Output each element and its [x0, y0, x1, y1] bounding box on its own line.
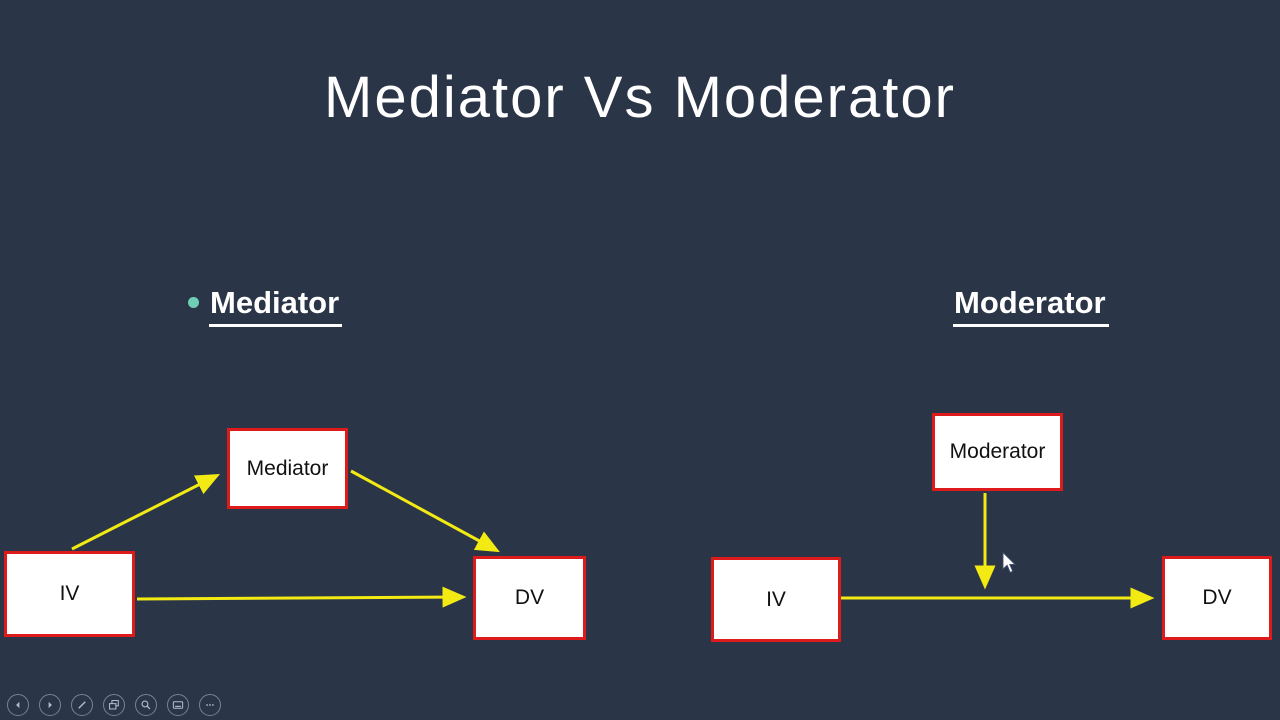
slide-title: Mediator Vs Moderator	[324, 65, 956, 130]
left-mediator-label: Mediator	[246, 456, 329, 480]
right-dv-box: DV	[1162, 556, 1272, 640]
ellipsis-icon	[206, 704, 214, 706]
moderator-heading: Moderator	[953, 285, 1109, 327]
left-dv-label: DV	[514, 586, 545, 609]
right-iv-box: IV	[711, 557, 841, 642]
captions-icon	[172, 701, 184, 709]
pen-icon	[78, 701, 86, 709]
bullet-icon	[188, 297, 199, 308]
right-iv-label: IV	[766, 587, 786, 611]
right-moderator-box: Moderator	[932, 413, 1063, 491]
magnifier-icon	[141, 700, 151, 710]
mouse-cursor-icon	[1002, 552, 1017, 573]
arrow-mediator-to-dv	[350, 469, 500, 553]
see-all-slides-button[interactable]	[103, 694, 125, 716]
more-options-button[interactable]	[199, 694, 221, 716]
right-dv-label: DV	[1202, 586, 1232, 609]
left-iv-label: IV	[59, 582, 80, 605]
slides-grid-icon	[109, 700, 119, 710]
chevron-right-icon	[48, 701, 52, 709]
zoom-button[interactable]	[135, 694, 157, 716]
left-mediator-box: Mediator	[227, 428, 348, 509]
arrow-iv-to-mediator	[71, 473, 221, 551]
chevron-left-icon	[16, 701, 20, 709]
left-iv-box: IV	[4, 551, 135, 637]
captions-button[interactable]	[167, 694, 189, 716]
previous-slide-button[interactable]	[7, 694, 29, 716]
next-slide-button[interactable]	[39, 694, 61, 716]
mediator-heading: Mediator	[209, 285, 343, 327]
left-dv-box: DV	[473, 556, 586, 640]
right-moderator-label: Moderator	[949, 440, 1046, 463]
slideshow-toolbar	[7, 694, 221, 716]
pen-tools-button[interactable]	[71, 694, 93, 716]
arrow-iv-to-dv-left	[136, 586, 467, 608]
